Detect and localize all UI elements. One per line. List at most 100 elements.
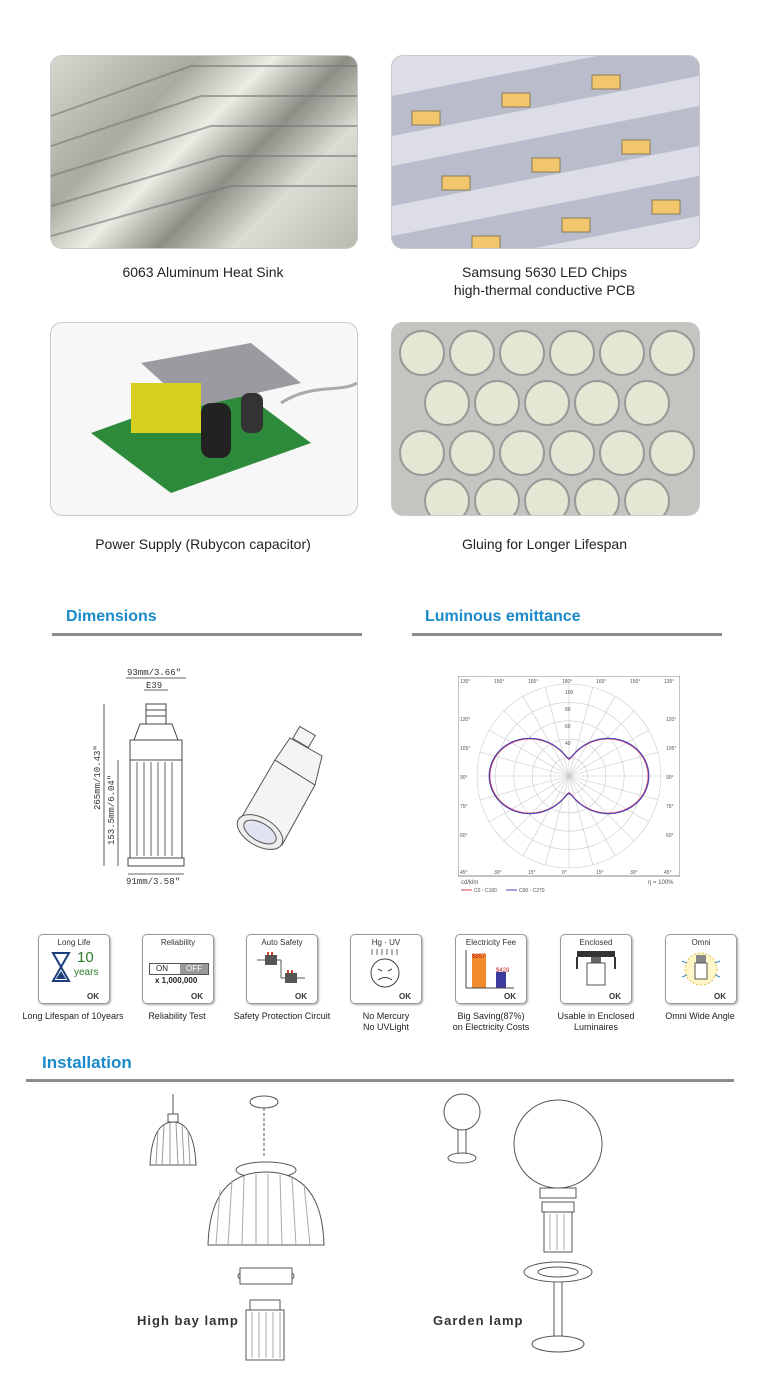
polar-bottom-angle: 30° (630, 870, 638, 876)
polar-top-angle: 150° (630, 679, 640, 685)
luminous-rule (412, 633, 722, 636)
badge-label-no-mercury: No Mercury No UVLight (345, 1011, 427, 1033)
badge-title: Reliability (160, 938, 196, 947)
polar-left-angle: 105° (460, 746, 470, 752)
luminous-heading: Luminous emittance (425, 608, 581, 625)
led-chips-photo (391, 55, 700, 249)
polar-bottom-angle: 15° (596, 870, 604, 876)
polar-radial-value: 40 (565, 741, 571, 747)
badge-count: x 1,000,000 (155, 976, 198, 985)
polar-radial-value: 60 (565, 724, 571, 730)
badge-title: Auto Safety (261, 938, 303, 947)
polar-bottom-angle: 30° (494, 870, 502, 876)
badge-title: Electricity Fee (465, 938, 517, 947)
badge-no-mercury: Hg · UV OK (350, 934, 422, 1004)
high-bay-lamp-drawing (149, 1094, 325, 1361)
installation-rule (26, 1079, 734, 1082)
polar-bottom-angle: 45° (664, 870, 672, 876)
badge-title: Hg · UV (371, 938, 401, 947)
fee-high: $857 (472, 954, 486, 960)
badge-label-line2: on Electricity Costs (452, 1022, 530, 1032)
polar-right-angle: 90° (666, 775, 674, 781)
led-strips-icon (392, 56, 699, 248)
heat-sink-fins-icon (51, 65, 357, 237)
polar-top-angle: 150° (494, 679, 504, 685)
badge-ok: OK (295, 992, 307, 1001)
polar-unit: cd/klm (461, 880, 478, 886)
gluing-caps-icon (399, 330, 695, 515)
polar-bottom-angle: 45° (460, 870, 468, 876)
polar-chart: 135°150°165°180°165°150°135°45°30°15°0°1… (458, 676, 680, 894)
badge-label-line2: Luminaires (573, 1022, 619, 1032)
hourglass-icon (51, 952, 71, 982)
badge-label-long-life: Long Lifespan of 10years (22, 1011, 124, 1021)
feature-caption-heat-sink: 6063 Aluminum Heat Sink (122, 264, 284, 280)
feature-caption-gluing: Gluing for Longer Lifespan (462, 536, 627, 552)
polar-radial-value: 100 (565, 690, 574, 696)
badge-label-line1: Big Saving(87%) (457, 1011, 525, 1021)
feature-caption-line1: Samsung 5630 LED Chips (462, 264, 627, 280)
power-supply-photo (50, 322, 358, 516)
dim-bottom-width: 91mm/3.58" (126, 877, 180, 887)
badge-label-reliability: Reliability Test (148, 1011, 206, 1021)
circuit-icon (257, 952, 305, 983)
garden-lamp-drawing (443, 1093, 603, 1353)
badge-years-value: 10 (77, 949, 94, 966)
badge-enclosed: Enclosed OK (560, 934, 632, 1004)
switch-off-label: OFF (180, 964, 208, 974)
polar-curve-c90 (488, 737, 650, 815)
badge-electricity-fee: Electricity Fee $857 $428 OK (455, 934, 527, 1004)
polar-right-angle: 75° (666, 804, 674, 810)
polar-top-angle: 135° (460, 679, 470, 685)
polar-left-angle: 120° (460, 717, 470, 723)
polar-radial-value: 80 (565, 707, 571, 713)
badge-years-unit: years (74, 967, 99, 978)
badge-label-auto-safety: Safety Protection Circuit (233, 1011, 331, 1021)
polar-bottom-angle: 0° (562, 870, 567, 876)
badge-ok: OK (191, 992, 203, 1001)
polar-curve-c0 (489, 738, 649, 814)
high-bay-lamp-label: High bay lamp (137, 1313, 239, 1328)
garden-lamp-label: Garden lamp (433, 1313, 524, 1328)
feature-caption-line2: high-thermal conductive PCB (453, 282, 636, 298)
polar-left-angle: 75° (460, 804, 468, 810)
badge-long-life: Long Life 10 years OK (38, 934, 110, 1004)
dimensions-rule (52, 633, 362, 636)
polar-right-angle: 60° (666, 833, 674, 839)
badge-ok: OK (399, 992, 411, 1001)
polar-right-angle: 105° (666, 746, 676, 752)
dim-top-width: 93mm/3.66" (127, 668, 181, 678)
omni-bulb-icon (681, 952, 721, 986)
badge-reliability: Reliability ON OFF x 1,000,000 OK (142, 934, 214, 1004)
polar-left-angle: 90° (460, 775, 468, 781)
polar-right-angle: 120° (666, 717, 676, 723)
switch-on-label: ON (156, 964, 168, 973)
installation-heading: Installation (42, 1053, 132, 1072)
badge-label-line1: Usable in Enclosed (557, 1011, 635, 1021)
badge-label-enclosed: Usable in Enclosed Luminaires (545, 1011, 647, 1033)
badge-ok: OK (504, 992, 516, 1001)
fee-low: $428 (496, 968, 510, 974)
legend-c90: C90 - C270 (519, 888, 545, 894)
badge-ok: OK (87, 992, 99, 1001)
polar-top-angle: 165° (528, 679, 538, 685)
badge-ok: OK (609, 992, 621, 1001)
badge-title: Omni (691, 938, 711, 947)
polar-left-angle: 60° (460, 833, 468, 839)
polar-top-angle: 135° (664, 679, 674, 685)
badge-label-electricity: Big Saving(87%) on Electricity Costs (440, 1011, 542, 1033)
badge-label-omni: Omni Wide Angle (665, 1011, 735, 1021)
badge-title: Enclosed (579, 938, 613, 947)
heat-sink-photo (50, 55, 358, 249)
badge-omni: Omni OK (665, 934, 737, 1004)
badge-ok: OK (714, 992, 726, 1001)
lamp-perspective-icon (236, 725, 323, 850)
feature-caption-power-supply: Power Supply (Rubycon capacitor) (95, 536, 311, 552)
badge-auto-safety: Auto Safety OK (246, 934, 318, 1004)
dimensions-heading: Dimensions (66, 608, 157, 625)
dim-base: E39 (146, 681, 162, 691)
gluing-photo (391, 322, 700, 516)
no-mercury-icon (370, 949, 400, 988)
dim-height: 265mm/10.43" (93, 745, 103, 810)
polar-top-angle: 165° (596, 679, 606, 685)
